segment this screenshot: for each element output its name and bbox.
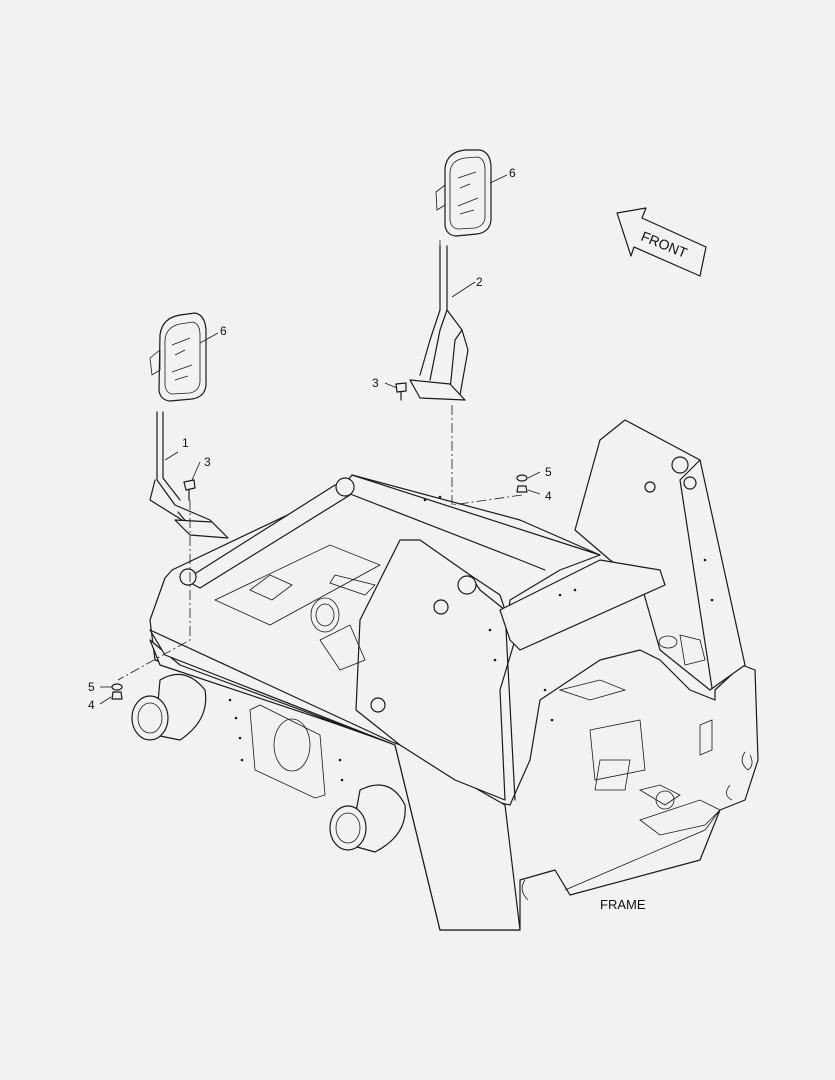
callout-4-left: 4 (88, 698, 95, 712)
nut-icon (111, 485, 528, 700)
callout-6-left: 6 (220, 324, 227, 338)
bolt-icon (183, 479, 196, 501)
callout-3-right: 3 (372, 376, 379, 390)
tube-right (329, 784, 406, 853)
callout-6-right: 6 (509, 166, 516, 180)
callout-2: 2 (476, 275, 483, 289)
mirror-icon (149, 312, 207, 402)
machine-frame (131, 419, 759, 931)
front-arrow-icon: FRONT (616, 207, 707, 277)
mirror-stay-right (409, 245, 469, 401)
callout-3-left: 3 (204, 455, 211, 469)
callout-1: 1 (182, 436, 189, 450)
callout-5-left: 5 (88, 680, 95, 694)
mirror-stay-left (149, 411, 229, 539)
tube-left (131, 673, 207, 741)
bolt-icon (395, 382, 407, 401)
mirror-icon (435, 149, 492, 237)
callout-5-right: 5 (545, 465, 552, 479)
callout-4-right: 4 (545, 489, 552, 503)
frame-label: FRAME (600, 897, 646, 912)
